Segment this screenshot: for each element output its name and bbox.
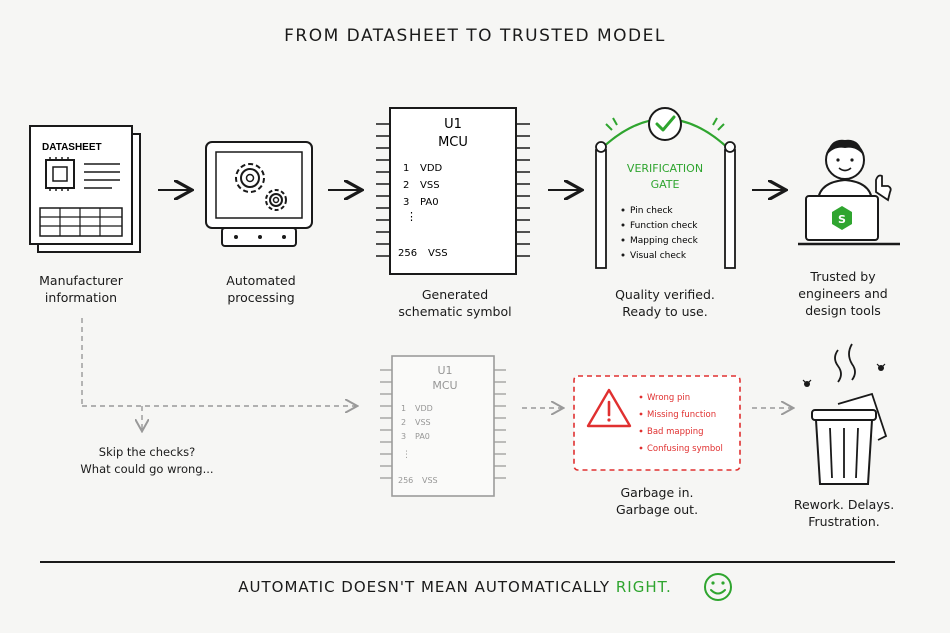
errors-caption: Garbage in.Garbage out. <box>615 485 699 517</box>
footer-accent: RIGHT. <box>615 578 672 596</box>
bad-symbol-pin-name: PA0 <box>415 432 430 441</box>
schematic-symbol: ⋮ <box>376 107 530 275</box>
gate-title-line1: VERIFICATION <box>627 162 703 175</box>
bad-symbol-name: MCU <box>432 379 457 392</box>
checkmark-icon <box>648 107 682 141</box>
skip-path <box>81 318 356 430</box>
gate-checklist <box>621 208 625 257</box>
skip-question: Skip the checks?What could go wrong... <box>80 445 214 476</box>
svg-text:⋮: ⋮ <box>402 450 411 460</box>
symbol-pin-name: VSS <box>420 180 440 191</box>
symbol-ref: U1 <box>444 117 462 132</box>
datasheet-label: DATASHEET <box>42 142 102 153</box>
smiley-icon <box>704 573 732 601</box>
svg-text:S: S <box>838 213 846 226</box>
gate-check-item: Visual check <box>630 251 687 261</box>
bad-symbol-ref: U1 <box>437 364 452 377</box>
symbol-pin-num: 1 <box>403 163 409 174</box>
bad-symbol-pin-name: VSS <box>415 418 431 427</box>
gate-check-item: Function check <box>630 221 698 231</box>
page-title: FROM DATASHEET TO TRUSTED MODEL <box>284 26 666 46</box>
gate-title-line2: GATE <box>651 178 680 191</box>
bad-symbol-pin-name: VDD <box>415 404 433 413</box>
gate-check-item: Pin check <box>630 206 673 216</box>
symbol-pin-name: PA0 <box>420 197 439 208</box>
svg-text:⋮: ⋮ <box>406 211 417 223</box>
bad-symbol-pin-num: 256 <box>398 476 413 485</box>
symbol-pin-name: VSS <box>428 248 448 259</box>
monitor-gears-icon <box>205 141 313 247</box>
error-item: Wrong pin <box>647 393 690 403</box>
footer-text: AUTOMATIC DOESN'T MEAN AUTOMATICALLY <box>238 578 611 596</box>
error-item: Confusing symbol <box>647 444 723 454</box>
datasheet-icon <box>29 125 141 253</box>
symbol-pin-num: 2 <box>403 180 409 191</box>
verification-gate-icon <box>595 117 736 269</box>
warning-icon <box>586 388 632 428</box>
symbol-pin-name: VDD <box>420 163 443 174</box>
symbol-name: MCU <box>438 135 468 150</box>
bad-symbol-pin-num: 2 <box>401 418 406 427</box>
trash-can-icon <box>802 343 888 485</box>
engineer-icon: S <box>798 139 900 246</box>
error-item: Missing function <box>647 410 716 420</box>
bad-symbol-pin-name: VSS <box>422 476 438 485</box>
gate-check-item: Mapping check <box>630 236 699 246</box>
gate-caption: Quality verified.Ready to use. <box>615 287 715 319</box>
symbol-pin-num: 3 <box>403 197 409 208</box>
error-item: Bad mapping <box>647 427 704 437</box>
footer-message: AUTOMATIC DOESN'T MEAN AUTOMATICALLY RIG… <box>0 578 930 596</box>
bad-schematic-symbol: ⋮ <box>380 355 506 497</box>
symbol-pin-num: 256 <box>398 248 417 259</box>
bad-symbol-pin-num: 3 <box>401 432 406 441</box>
bad-symbol-pin-num: 1 <box>401 404 406 413</box>
trash-caption: Rework. Delays.Frustration. <box>793 497 895 529</box>
